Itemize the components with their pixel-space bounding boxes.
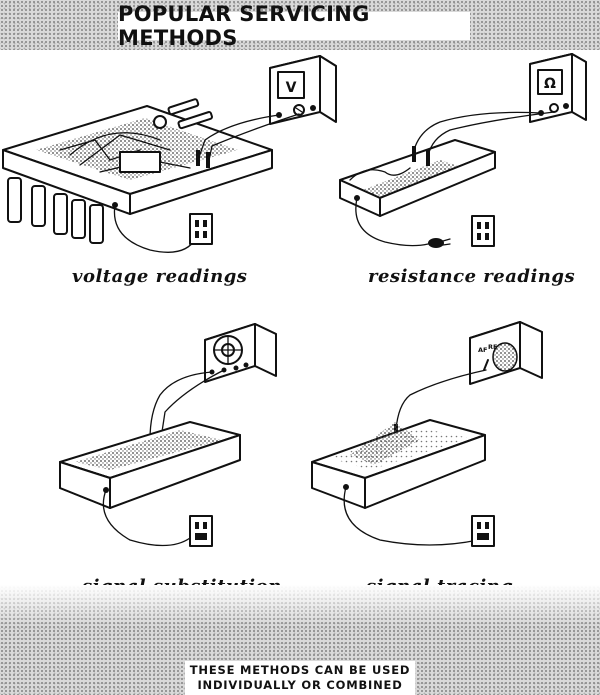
generator-lead: [149, 371, 213, 441]
radio-chassis-2: [339, 139, 496, 217]
power-cord-4: [343, 486, 479, 546]
test-lead-black: [197, 114, 280, 161]
voltmeter-symbol: V: [286, 80, 297, 96]
tracer-af-label: AF: [478, 346, 487, 354]
radio-chassis: [2, 105, 273, 215]
unplugged-plug: [428, 238, 451, 248]
radio-chassis-4: [311, 419, 486, 509]
ohm-lead-2: [427, 111, 555, 157]
tracer-rf-label: RF: [488, 343, 497, 351]
wall-outlet-4: [471, 515, 495, 547]
footer-note: THESE METHODS CAN BE USED INDIVIDUALLY O…: [185, 661, 415, 695]
signal-generator: [204, 323, 277, 383]
signal-substitution-panel: [59, 323, 277, 547]
power-cord-unplugged: [355, 197, 429, 247]
power-cord: [113, 204, 197, 253]
resistance-readings-panel: Ω: [339, 53, 587, 248]
signal-tracer: AF RF: [469, 321, 543, 385]
control-shafts: [153, 98, 213, 130]
caption-resistance-readings: resistance readings: [368, 266, 576, 287]
tracer-probe-lead: [395, 369, 487, 431]
vacuum-tubes: [7, 177, 104, 244]
signal-tracing-panel: AF RF: [311, 321, 543, 547]
caption-voltage-readings: voltage readings: [72, 266, 248, 287]
wall-outlet-2: [471, 215, 495, 247]
ohmmeter-symbol: Ω: [544, 76, 556, 92]
footer-line-2: INDIVIDUALLY OR COMBINED: [197, 678, 403, 692]
wall-outlet: [189, 213, 213, 245]
ohmmeter: Ω: [529, 53, 587, 123]
footer-line-1: THESE METHODS CAN BE USED: [189, 663, 411, 677]
power-cord-3: [102, 489, 191, 547]
voltage-readings-panel: V: [2, 55, 337, 253]
voltmeter: V: [269, 55, 337, 125]
test-lead-red: [207, 113, 300, 166]
ohm-lead-1: [413, 111, 542, 151]
radio-chassis-3: [59, 421, 241, 509]
wall-outlet-3: [189, 515, 213, 547]
